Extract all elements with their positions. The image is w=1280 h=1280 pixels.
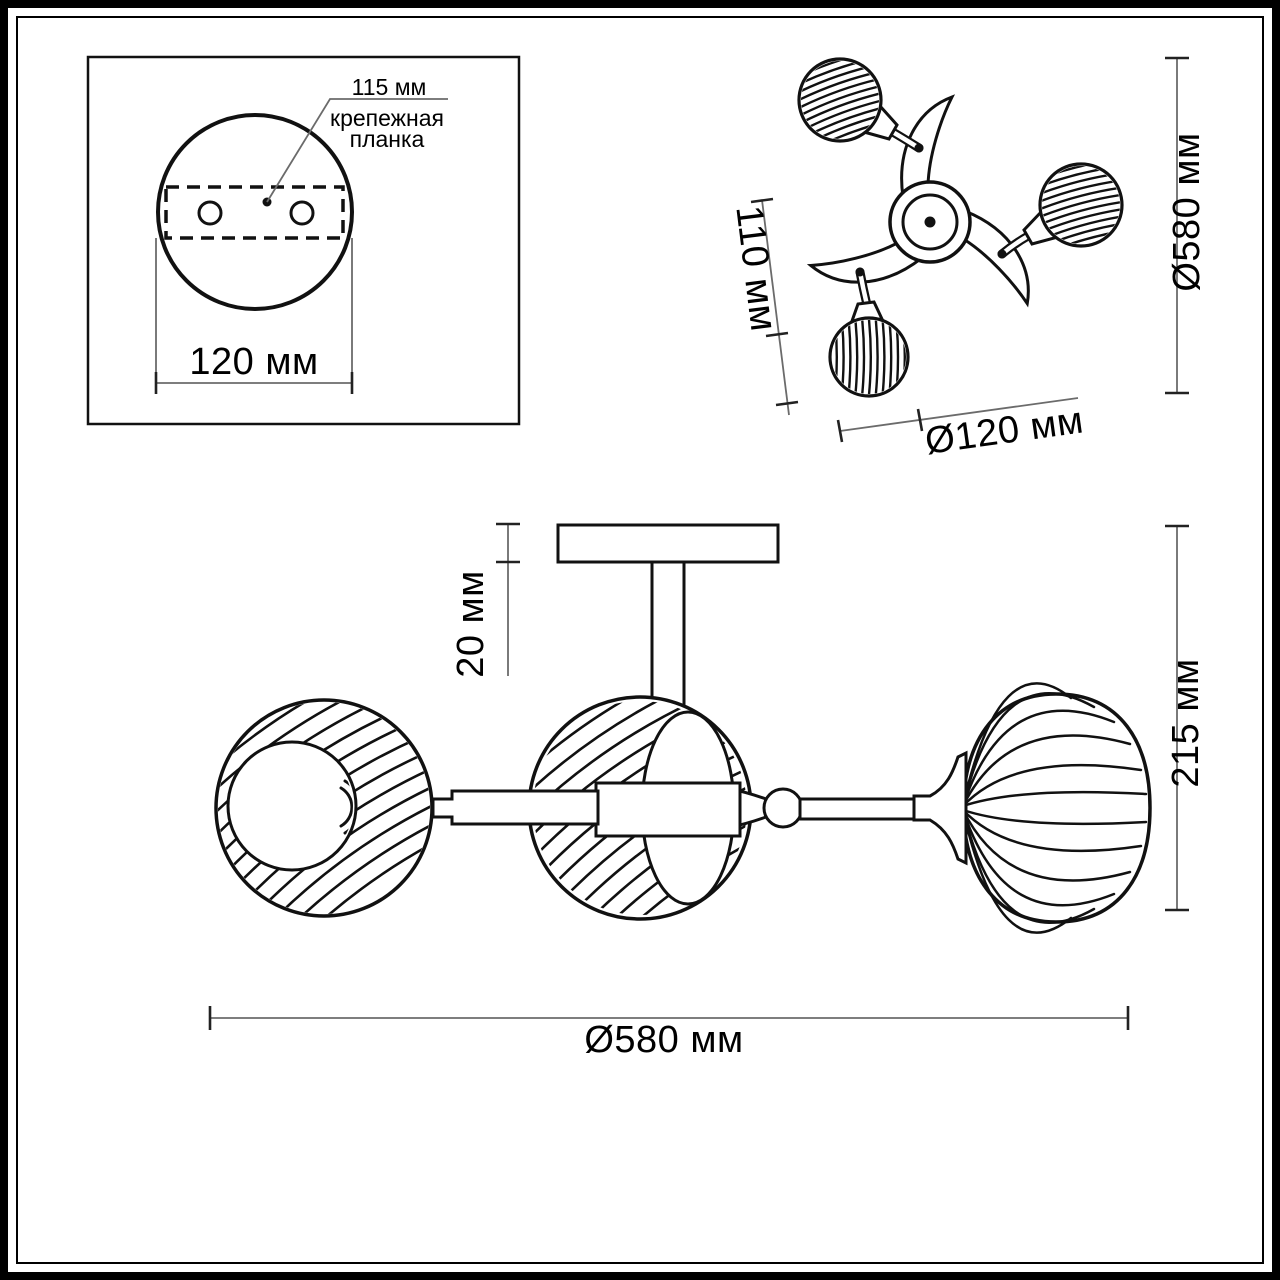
canopy-height-dimension: 20 мм (450, 522, 520, 678)
left-shade-opening (226, 740, 358, 872)
bracket-label-line1: крепежная (330, 105, 444, 131)
left-arm-bar (431, 789, 600, 826)
callout-leader-line (266, 98, 448, 203)
arm-top (900, 94, 956, 200)
shade-drop-dim-label: 110 мм (727, 203, 784, 334)
plate-width-dim-label: 120 мм (189, 341, 318, 383)
right-shade-meridians (961, 682, 1148, 934)
curved-arms (806, 94, 1030, 308)
top-view: 110 мм Ø580 мм Ø120 мм (727, 56, 1208, 463)
screw-hole-right (289, 200, 315, 226)
mounting-plate-view: 115 мм крепежная планка 120 мм (86, 55, 521, 426)
center-hub-block (594, 781, 742, 838)
ceiling-canopy (556, 523, 780, 564)
shade-diameter-dimension: Ø120 мм (836, 397, 1086, 463)
right-shade-ball (961, 692, 1152, 924)
fixture-diameter-dimension: Ø580 мм (1165, 56, 1208, 395)
detail-box-border (86, 55, 521, 426)
extension-lines (155, 238, 353, 392)
ceiling-cup-circle (156, 113, 354, 311)
mounting-bracket-dashed (164, 185, 345, 240)
fixture-width-dim-label: Ø580 мм (584, 1019, 743, 1061)
inner-frame (16, 16, 1264, 1264)
right-shade-trumpet-socket (912, 750, 968, 866)
arm-left (806, 240, 925, 284)
screw-hole-left (197, 200, 223, 226)
fixture-diameter-dim-label: Ø580 мм (1166, 132, 1208, 291)
shade-drop-dimension: 110 мм (727, 197, 799, 416)
arm-ring (762, 787, 804, 829)
mounting-stem (650, 560, 686, 724)
shade-bottom-ribs (832, 320, 906, 394)
side-view: 20 мм 215 мм Ø580 мм (208, 522, 1207, 1061)
plate-offset-dim-label: 115 мм (352, 74, 427, 100)
canopy-height-dim-label: 20 мм (450, 570, 492, 678)
fixture-width-dimension: Ø580 мм (208, 1006, 1130, 1061)
fixture-height-dim-label: 215 мм (1165, 658, 1207, 787)
bracket-label-line2: планка (350, 126, 425, 152)
right-arm-bar (798, 797, 920, 821)
dim-ticks (154, 372, 354, 394)
fixture-height-dimension: 215 мм (1165, 524, 1207, 912)
hub-center-dot (924, 216, 936, 228)
arm-right (961, 208, 1030, 308)
